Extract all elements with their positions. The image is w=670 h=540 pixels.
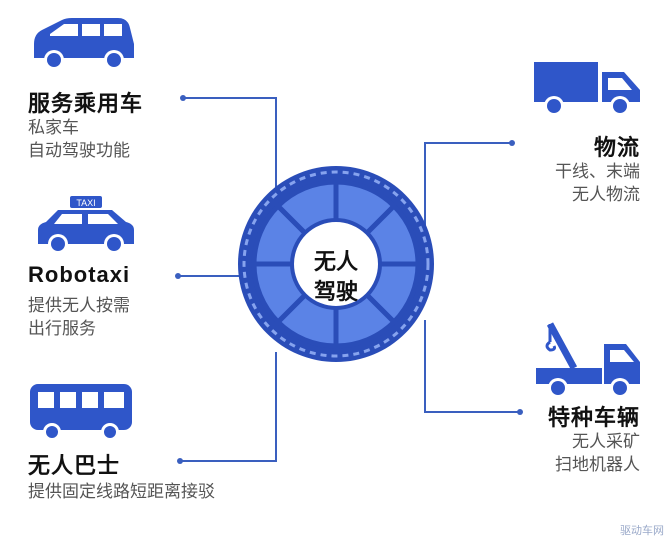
logistics-title: 物流 xyxy=(593,135,640,160)
special-vehicle-desc-line1: 无人采矿 xyxy=(572,432,640,451)
autonomous-driving-hub xyxy=(238,166,434,362)
delivery-truck-icon xyxy=(534,62,640,116)
hub-label: 无人 驾驶 xyxy=(296,247,376,307)
connector-special xyxy=(424,320,520,413)
connector-bus xyxy=(180,352,277,462)
logistics-desc-line2: 无人物流 xyxy=(572,185,640,204)
watermark: 驱动车网 xyxy=(620,525,664,537)
bus-desc-line1: 提供固定线路短距离接驳 xyxy=(28,482,215,501)
robotaxi-title: Robotaxi xyxy=(28,262,131,287)
bus-title: 无人巴士 xyxy=(28,453,121,478)
robotaxi-desc-line1: 提供无人按需 xyxy=(28,296,130,315)
connector-dot xyxy=(177,458,183,464)
taxi-badge-label: TAXI xyxy=(76,198,95,208)
passenger-car-desc-line1: 私家车 xyxy=(28,118,79,137)
connector-dot xyxy=(175,273,181,279)
hub-label-line2: 驾驶 xyxy=(313,279,358,304)
logistics-desc-line1: 干线、末端 xyxy=(555,162,640,181)
connector-dot xyxy=(517,409,523,415)
connector-dot xyxy=(509,140,515,146)
connector-logistics xyxy=(424,142,512,232)
passenger-car-title: 服务乘用车 xyxy=(28,91,144,116)
robotaxi-desc: 提供无人按需 出行服务 xyxy=(28,294,130,340)
minivan-icon xyxy=(34,18,134,70)
taxi-icon: TAXI xyxy=(38,196,134,254)
special-vehicle-desc: 无人采矿 扫地机器人 xyxy=(555,430,640,476)
logistics-desc: 干线、末端 无人物流 xyxy=(555,160,640,206)
hub-label-line1: 无人 xyxy=(313,249,358,274)
connector-dot xyxy=(180,95,186,101)
robotaxi-desc-line2: 出行服务 xyxy=(28,319,96,338)
bus-desc: 提供固定线路短距离接驳 xyxy=(28,480,215,503)
tow-truck-icon xyxy=(536,322,640,398)
passenger-car-desc-line2: 自动驾驶功能 xyxy=(28,141,130,160)
passenger-car-desc: 私家车 自动驾驶功能 xyxy=(28,116,130,162)
connector-passenger-car xyxy=(183,97,277,200)
special-vehicle-title: 特种车辆 xyxy=(547,405,640,430)
bus-icon xyxy=(30,384,132,441)
special-vehicle-desc-line2: 扫地机器人 xyxy=(555,455,640,474)
